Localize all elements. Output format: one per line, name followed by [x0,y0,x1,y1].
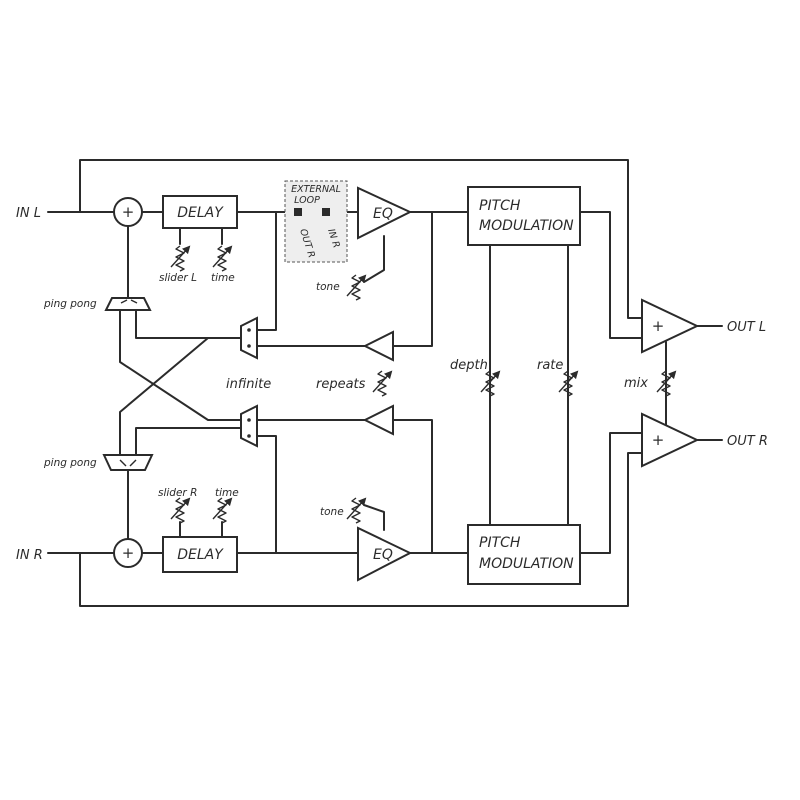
delay-block-bottom: DELAY [162,536,238,573]
mix-label: mix [624,376,648,391]
loop-send-jack[interactable] [294,208,302,216]
infinite-label: infinite [226,377,271,392]
tone-pot-bottom[interactable] [347,498,365,523]
time-label-top: time [211,272,235,284]
out-l-label: OUT L [727,320,766,335]
ping-pong-label-bottom: ping pong [43,457,97,469]
external-loop-box: EXTERNAL LOOP OUT R IN R [284,180,348,263]
tone-pot-top[interactable] [347,275,365,300]
svg-text:MODULATION: MODULATION [479,218,574,234]
in-r-label: IN R [16,548,43,563]
in-l-label: IN L [16,206,41,221]
svg-text:MODULATION: MODULATION [479,556,574,572]
svg-text:DELAY: DELAY [177,205,224,221]
eq-block-bottom: EQ [357,526,413,582]
output-sum-l: + [641,298,700,354]
svg-text:EQ: EQ [373,206,393,222]
output-sum-r: + [641,412,700,468]
repeats-label: repeats [316,377,366,392]
repeats-pot[interactable] [373,371,391,396]
delay-block-top: DELAY [162,195,238,229]
svg-text:DELAY: DELAY [177,547,224,563]
pitch-modulation-top: PITCH MODULATION [467,186,581,246]
wires [47,159,723,607]
svg-text:+: + [652,317,665,335]
slider-l-label: slider L [159,272,197,284]
slider-l-pot[interactable] [171,246,189,271]
repeats-buffer-top [362,330,394,362]
time-pot-top[interactable] [213,246,231,271]
out-r-label: OUT R [727,434,768,449]
ping-pong-switch-bottom[interactable] [102,454,154,471]
sum-in-r: + [113,538,143,568]
loop-return-jack[interactable] [322,208,330,216]
tone-label-top: tone [316,281,340,293]
depth-label: depth [450,358,488,373]
pitch-modulation-bottom: PITCH MODULATION [467,524,581,585]
svg-text:PITCH: PITCH [479,535,521,551]
svg-text:+: + [122,544,135,562]
slider-r-label: slider R [158,487,197,499]
svg-text:+: + [122,203,135,221]
svg-text:EQ: EQ [373,547,393,563]
repeats-buffer-bottom [362,404,394,436]
time-pot-bottom[interactable] [213,498,231,523]
infinite-switch-top[interactable] [240,316,258,360]
svg-text:LOOP: LOOP [294,195,320,206]
tone-label-bottom: tone [320,506,344,518]
infinite-switch-bottom[interactable] [240,404,258,448]
rate-label: rate [537,358,563,373]
ping-pong-switch-top[interactable] [104,297,152,311]
svg-text:+: + [652,431,665,449]
eq-block-top: EQ [357,186,413,240]
ping-pong-label-top: ping pong [43,298,97,310]
svg-text:PITCH: PITCH [479,198,521,214]
slider-r-pot[interactable] [171,498,189,523]
svg-text:EXTERNAL: EXTERNAL [291,184,341,195]
sum-in-l: + [113,197,143,227]
time-label-bottom: time [215,487,239,499]
